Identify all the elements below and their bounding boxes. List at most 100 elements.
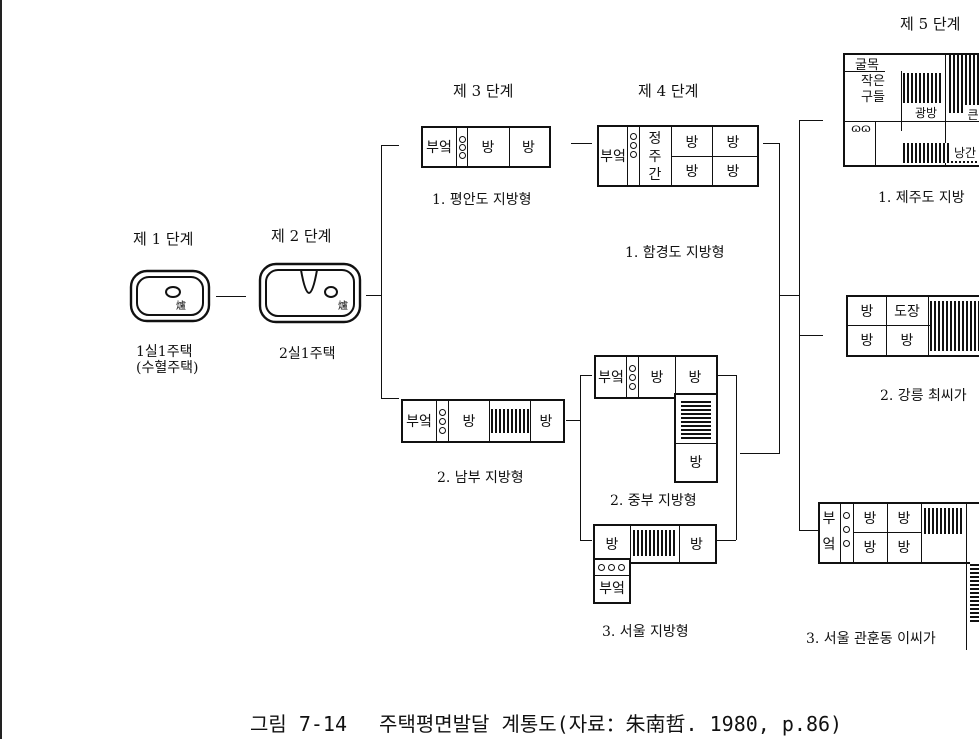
wall xyxy=(840,504,841,562)
floor-hall xyxy=(681,401,711,439)
room-kitchen: 부엌 xyxy=(598,370,624,386)
plan-gwanhun: 부 엌 방 방 방 방 xyxy=(818,502,979,622)
wall xyxy=(639,127,640,185)
room-jeongju-2: 주 xyxy=(648,149,662,165)
bracket-arm xyxy=(716,540,736,541)
caption-seoul: 3. 서울 지방형 xyxy=(602,624,689,640)
room-gwangbang: 광방 xyxy=(907,103,945,121)
wall xyxy=(853,504,854,562)
stage-1-plan xyxy=(129,269,211,323)
wall xyxy=(595,575,629,576)
wall xyxy=(901,71,902,131)
caption-jungbu: 2. 중부 지방형 xyxy=(610,493,697,509)
hearth-icon xyxy=(459,136,466,143)
bracket-arm xyxy=(580,540,592,541)
room: 방 xyxy=(690,537,703,553)
caption-pyeongando: 1. 평안도 지방형 xyxy=(432,192,532,208)
room: 방 xyxy=(860,333,874,349)
connector-1-2 xyxy=(216,296,246,297)
hearth-icon xyxy=(630,133,637,140)
wall xyxy=(845,121,979,122)
hearth-icon xyxy=(439,427,446,434)
wall xyxy=(630,526,631,562)
room: 방 xyxy=(685,163,699,180)
room-gulmok: 굴목 xyxy=(855,57,879,73)
hearth-icon xyxy=(439,418,446,425)
plan-gangneung: 방 도장 방 방 xyxy=(846,295,979,357)
room-dojang: 도장 xyxy=(894,304,920,320)
room-keun: 큰 xyxy=(963,105,979,123)
wall xyxy=(626,357,627,397)
room: 방 xyxy=(900,333,914,349)
room: 방 xyxy=(688,370,702,386)
room-kitchen: 부엌 xyxy=(600,149,626,165)
bracket-top-arm xyxy=(381,145,399,146)
wall xyxy=(489,401,490,441)
stage-2-caption: 2실1주택 xyxy=(279,346,336,362)
room-kitchen: 부엌 xyxy=(426,140,452,156)
wall xyxy=(945,55,946,165)
wall xyxy=(448,401,449,441)
stage-2-hearth-mark: 爐 xyxy=(338,301,348,312)
caption-gangneung: 2. 강릉 최씨가 xyxy=(880,388,967,404)
bracket-stage4 xyxy=(779,143,780,453)
figure-caption: 그림 7-14 주택평면발달 계통도(자료：朱南哲. 1980, p.86) xyxy=(250,712,843,736)
room: 방 xyxy=(726,134,740,151)
bracket-arm xyxy=(740,453,780,454)
plan-nambu: 부엌 방 방 xyxy=(401,399,565,443)
wall xyxy=(928,297,929,355)
page-border xyxy=(0,0,2,739)
caption-gwanhun: 3. 서울 관훈동 이씨가 xyxy=(806,631,936,647)
hearth-icon xyxy=(843,512,850,519)
plan-seoul-kitchen: 부엌 xyxy=(593,558,631,604)
hearth-icon xyxy=(843,540,850,547)
wall xyxy=(848,325,979,326)
stage-1-hearth-mark: 爐 xyxy=(176,301,186,312)
stage-2-label: 제 2 단계 xyxy=(271,227,332,245)
plan-jungbu-wing: 방 xyxy=(674,393,718,483)
room: 방 xyxy=(863,511,877,527)
room: 방 xyxy=(539,414,553,430)
room: 방 xyxy=(522,140,535,156)
hearth-icon xyxy=(598,564,605,571)
connector-nambu xyxy=(566,420,580,421)
stage-1-caption-line1: 1실1주택 xyxy=(136,344,193,360)
plan-hamgyeongdo: 부엌 정 주 간 방 방 방 방 xyxy=(597,125,759,187)
wall xyxy=(679,526,680,562)
bracket-bottom-arm xyxy=(381,398,399,399)
room: 방 xyxy=(462,414,476,430)
bracket-arm xyxy=(580,375,592,376)
room: 방 xyxy=(860,304,874,320)
caption-hamgyeongdo: 1. 함경도 지방형 xyxy=(625,245,725,261)
bracket-arm xyxy=(799,120,823,121)
wall xyxy=(966,504,967,562)
hearth-icon xyxy=(439,409,446,416)
room-jeongju-1: 정 xyxy=(648,131,662,147)
hearth-icon xyxy=(618,564,625,571)
wall xyxy=(676,443,716,444)
bracket-nambu xyxy=(580,375,581,540)
wall xyxy=(627,127,628,185)
plan-jungbu-top: 부엌 방 방 xyxy=(594,355,718,399)
floor-hall xyxy=(491,409,529,433)
connector-4-5 xyxy=(779,295,799,296)
wall xyxy=(675,357,676,397)
stage-1-label: 제 1 단계 xyxy=(133,230,194,248)
floor-hall-wing xyxy=(970,562,979,622)
wall xyxy=(638,357,639,397)
bracket-stage3 xyxy=(381,145,382,398)
floor-hall xyxy=(924,508,964,534)
stage-3-label: 제 3 단계 xyxy=(453,82,514,100)
room: 방 xyxy=(726,163,740,180)
floor-hall xyxy=(930,301,979,351)
bracket-jungbu-seoul xyxy=(736,375,737,540)
hearth-icon xyxy=(608,564,615,571)
hearth-icon xyxy=(843,526,850,533)
room-small-label-2: 구들 xyxy=(861,89,885,105)
wall xyxy=(875,121,876,165)
hearth-icon xyxy=(630,151,637,158)
wall xyxy=(456,128,457,166)
hearth-icon xyxy=(629,383,636,390)
plan-jeju: 굴목 작은 구들 광방 큰 ɷɷ 낭간 xyxy=(843,53,979,167)
connector-3-4-top xyxy=(571,143,592,144)
